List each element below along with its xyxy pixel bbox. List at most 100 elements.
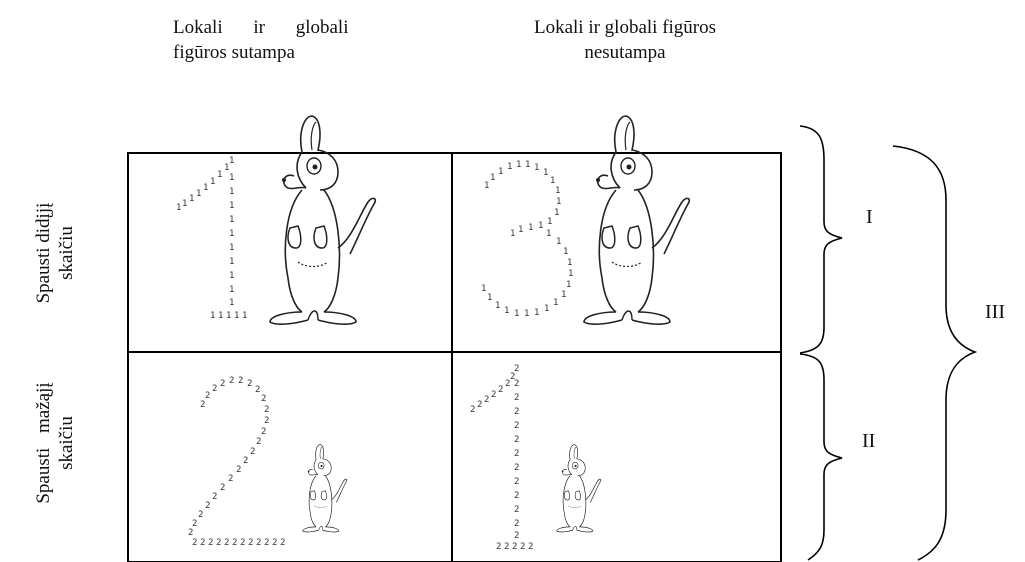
local-digit: 2	[491, 390, 496, 400]
local-digit: 1	[487, 293, 492, 303]
local-digit: 2	[236, 465, 241, 475]
local-digit: 2	[514, 421, 519, 431]
local-digit: 2	[224, 538, 229, 548]
local-digit: 2	[514, 393, 519, 403]
kangaroo-small-icon	[302, 444, 348, 533]
kangaroo-large-icon	[583, 115, 691, 325]
local-digit: 1	[229, 271, 234, 281]
local-digit: 2	[520, 542, 525, 552]
cell-small-congruent: 2 2 2 2 2 2 2 2 2 2 2 2 2 2 2 2 2 2 2 2 …	[188, 376, 348, 548]
brace-label-I: I	[866, 206, 873, 228]
local-digit: 1	[229, 285, 234, 295]
column-header-line1: Lokali ir globali figūros	[533, 17, 717, 38]
local-digit: 2	[505, 379, 510, 389]
local-digit: 1	[567, 258, 572, 268]
local-digit: 1	[547, 217, 552, 227]
local-digit: 2	[514, 435, 519, 445]
local-digit: 2	[200, 538, 205, 548]
column-header-incongruent: Lokali ir globali figūros nesutampa	[470, 15, 780, 65]
local-digit: 1	[556, 237, 561, 247]
local-digit: 1	[229, 243, 234, 253]
local-digit: 2	[512, 542, 517, 552]
local-digit: 2	[255, 385, 260, 395]
local-digit: 1	[553, 298, 558, 308]
column-header-line1: Lokali ir globali	[173, 17, 349, 38]
local-digit: 2	[247, 379, 252, 389]
local-digit: 2	[200, 400, 205, 410]
local-digit: 2	[212, 384, 217, 394]
local-digit: 1	[490, 173, 495, 183]
local-digit: 1	[556, 197, 561, 207]
local-digit: 1	[504, 306, 509, 316]
local-digit: 2	[514, 491, 519, 501]
local-digit: 2	[240, 538, 245, 548]
local-digit: 1	[554, 208, 559, 218]
local-digit: 2	[514, 379, 519, 389]
brace-top	[799, 125, 843, 354]
local-digit: 1	[224, 163, 229, 173]
local-digit: 2	[243, 456, 248, 466]
local-digit: 2	[264, 538, 269, 548]
local-digit: 2	[250, 447, 255, 457]
global-digit-three-of-ones: 1 1 1 1 1 1 1 1 1 1 1 1 1 1 1 1 1 1 1 1 …	[481, 160, 573, 319]
local-digit: 1	[229, 187, 234, 197]
brace-outer	[892, 145, 978, 561]
local-digit: 1	[514, 309, 519, 319]
kangaroo-small-icon	[556, 444, 602, 533]
local-digit: 2	[514, 531, 519, 541]
local-digit: 2	[514, 477, 519, 487]
local-digit: 2	[272, 538, 277, 548]
local-digit: 1	[568, 269, 573, 279]
local-digit: 1	[534, 163, 539, 173]
local-digit: 1	[203, 183, 208, 193]
cell-large-incongruent: 1 1 1 1 1 1 1 1 1 1 1 1 1 1 1 1 1 1 1 1 …	[481, 115, 691, 325]
local-digit: 2	[256, 437, 261, 447]
local-digit: 2	[192, 538, 197, 548]
local-digit: 2	[238, 376, 243, 386]
local-digit: 1	[518, 225, 523, 235]
local-digit: 2	[208, 538, 213, 548]
local-digit: 1	[563, 247, 568, 257]
column-header-line2: figūros sutampa	[173, 42, 295, 63]
local-digit: 2	[205, 501, 210, 511]
local-digit: 2	[220, 483, 225, 493]
local-digit: 1	[196, 189, 201, 199]
local-digit: 2	[498, 385, 503, 395]
local-digit: 2	[484, 395, 489, 405]
local-digit: 1	[524, 309, 529, 319]
local-digit: 2	[256, 538, 261, 548]
local-digit: 2	[496, 542, 501, 552]
local-digit: 1	[210, 311, 215, 321]
local-digit: 2	[261, 394, 266, 404]
local-digit: 2	[216, 538, 221, 548]
local-digit: 1	[189, 194, 194, 204]
local-digit: 1	[550, 176, 555, 186]
local-digit: 2	[504, 542, 509, 552]
local-digit: 2	[514, 519, 519, 529]
local-digit: 1	[217, 170, 222, 180]
local-digit: 2	[477, 400, 482, 410]
local-digit: 2	[220, 379, 225, 389]
local-digit: 1	[544, 304, 549, 314]
brace-label-III: III	[985, 301, 1005, 323]
local-digit: 2	[188, 528, 193, 538]
local-digit: 2	[229, 376, 234, 386]
local-digit: 1	[229, 156, 234, 166]
local-digit: 1	[566, 280, 571, 290]
local-digit: 2	[528, 542, 533, 552]
local-digit: 1	[525, 160, 530, 170]
local-digit: 2	[514, 449, 519, 459]
local-digit: 2	[232, 538, 237, 548]
local-digit: 2	[514, 407, 519, 417]
column-header-congruent: Lokali ir globali figūros sutampa	[173, 15, 445, 65]
local-digit: 1	[534, 308, 539, 318]
local-digit: 2	[280, 538, 285, 548]
global-digit-two-of-twos: 2 2 2 2 2 2 2 2 2 2 2 2 2 2 2 2 2 2 2 2 …	[188, 376, 285, 548]
global-digit-one-of-twos: 2 2 2 2 2 2 2 2 2 2 2 2 2 2 2 2 2 2 2 2 …	[470, 364, 533, 552]
cell-large-congruent: 1 1 1 1 1 1 1 1 1 1 1 1 1 1 1 1 1 1 1 1 …	[176, 115, 377, 325]
local-digit: 1	[481, 284, 486, 294]
local-digit: 2	[514, 364, 519, 374]
local-digit: 2	[264, 416, 269, 426]
local-digit: 1	[229, 229, 234, 239]
